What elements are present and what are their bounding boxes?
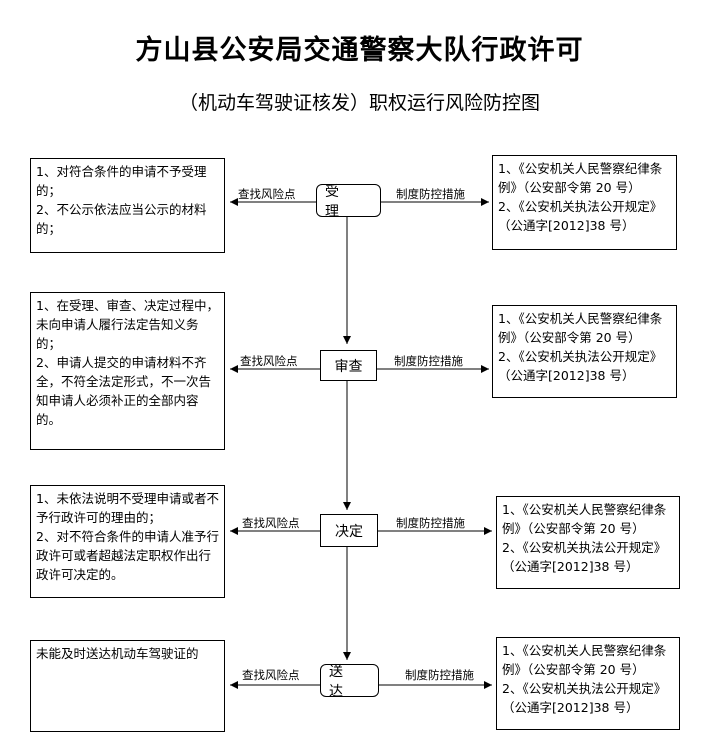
risk-item: 2、对不符合条件的申请人准予行政许可或者超越法定职权作出行政许可决定的。 <box>36 529 219 582</box>
measures-label: 制度防控措施 <box>396 187 465 201</box>
page-subtitle: （机动车驾驶证核发）职权运行风险防控图 <box>178 92 540 114</box>
measures-label: 制度防控措施 <box>405 668 474 682</box>
stage-accept: 受 理 <box>316 184 381 220</box>
risk-item: 2、不公示依法应当公示的材料的； <box>36 202 207 236</box>
measures-box-decision: 1、《公安机关人民警察纪律条例》（公安部令第 20 号） 2、《公安机关执法公开… <box>496 496 680 589</box>
risk-item: 1、对符合条件的申请不予受理的； <box>36 164 207 198</box>
stage-decision: 决定 <box>320 514 378 547</box>
measure-item: 1、《公安机关人民警察纪律条例》（公安部令第 20 号） <box>498 161 663 195</box>
risk-box-delivery: 未能及时送达机动车驾驶证的 <box>30 640 225 732</box>
stage-review: 审查 <box>320 350 377 381</box>
measures-label: 制度防控措施 <box>396 516 465 530</box>
measure-item: 1、《公安机关人民警察纪律条例》（公安部令第 20 号） <box>498 311 663 345</box>
stage-delivery: 送 达 <box>320 664 379 700</box>
measures-box-accept: 1、《公安机关人民警察纪律条例》（公安部令第 20 号） 2、《公安机关执法公开… <box>492 155 677 250</box>
risk-item: 未能及时送达机动车驾驶证的 <box>36 646 199 661</box>
measure-item: 1、《公安机关人民警察纪律条例》（公安部令第 20 号） <box>502 502 667 536</box>
measure-item: 2、《公安机关执法公开规定》（公通字[2012]38 号） <box>502 681 667 715</box>
risk-box-accept: 1、对符合条件的申请不予受理的； 2、不公示依法应当公示的材料的； <box>30 158 225 253</box>
measure-item: 2、《公安机关执法公开规定》（公通字[2012]38 号） <box>498 199 663 233</box>
measure-item: 2、《公安机关执法公开规定》（公通字[2012]38 号） <box>502 540 667 574</box>
measures-box-delivery: 1、《公安机关人民警察纪律条例》（公安部令第 20 号） 2、《公安机关执法公开… <box>496 637 680 730</box>
risk-item: 2、申请人提交的申请材料不齐全，不符全法定形式，不一次告知申请人必须补正的全部内… <box>36 355 212 427</box>
measures-box-review: 1、《公安机关人民警察纪律条例》（公安部令第 20 号） 2、《公安机关执法公开… <box>492 305 677 398</box>
risk-label: 查找风险点 <box>242 516 300 530</box>
risk-label: 查找风险点 <box>242 668 300 682</box>
measures-label: 制度防控措施 <box>394 354 463 368</box>
risk-item: 1、在受理、审查、决定过程中，未向申请人履行法定告知义务的； <box>36 298 219 351</box>
risk-item: 1、未依法说明不受理申请或者不予行政许可的理由的； <box>36 491 219 525</box>
risk-box-review: 1、在受理、审查、决定过程中，未向申请人履行法定告知义务的； 2、申请人提交的申… <box>30 292 225 450</box>
measure-item: 2、《公安机关执法公开规定》（公通字[2012]38 号） <box>498 349 663 383</box>
page-title: 方山县公安局交通警察大队行政许可 <box>135 35 584 66</box>
risk-label: 查找风险点 <box>238 187 296 201</box>
risk-label: 查找风险点 <box>240 354 298 368</box>
risk-box-decision: 1、未依法说明不受理申请或者不予行政许可的理由的； 2、对不符合条件的申请人准予… <box>30 485 225 598</box>
measure-item: 1、《公安机关人民警察纪律条例》（公安部令第 20 号） <box>502 643 667 677</box>
